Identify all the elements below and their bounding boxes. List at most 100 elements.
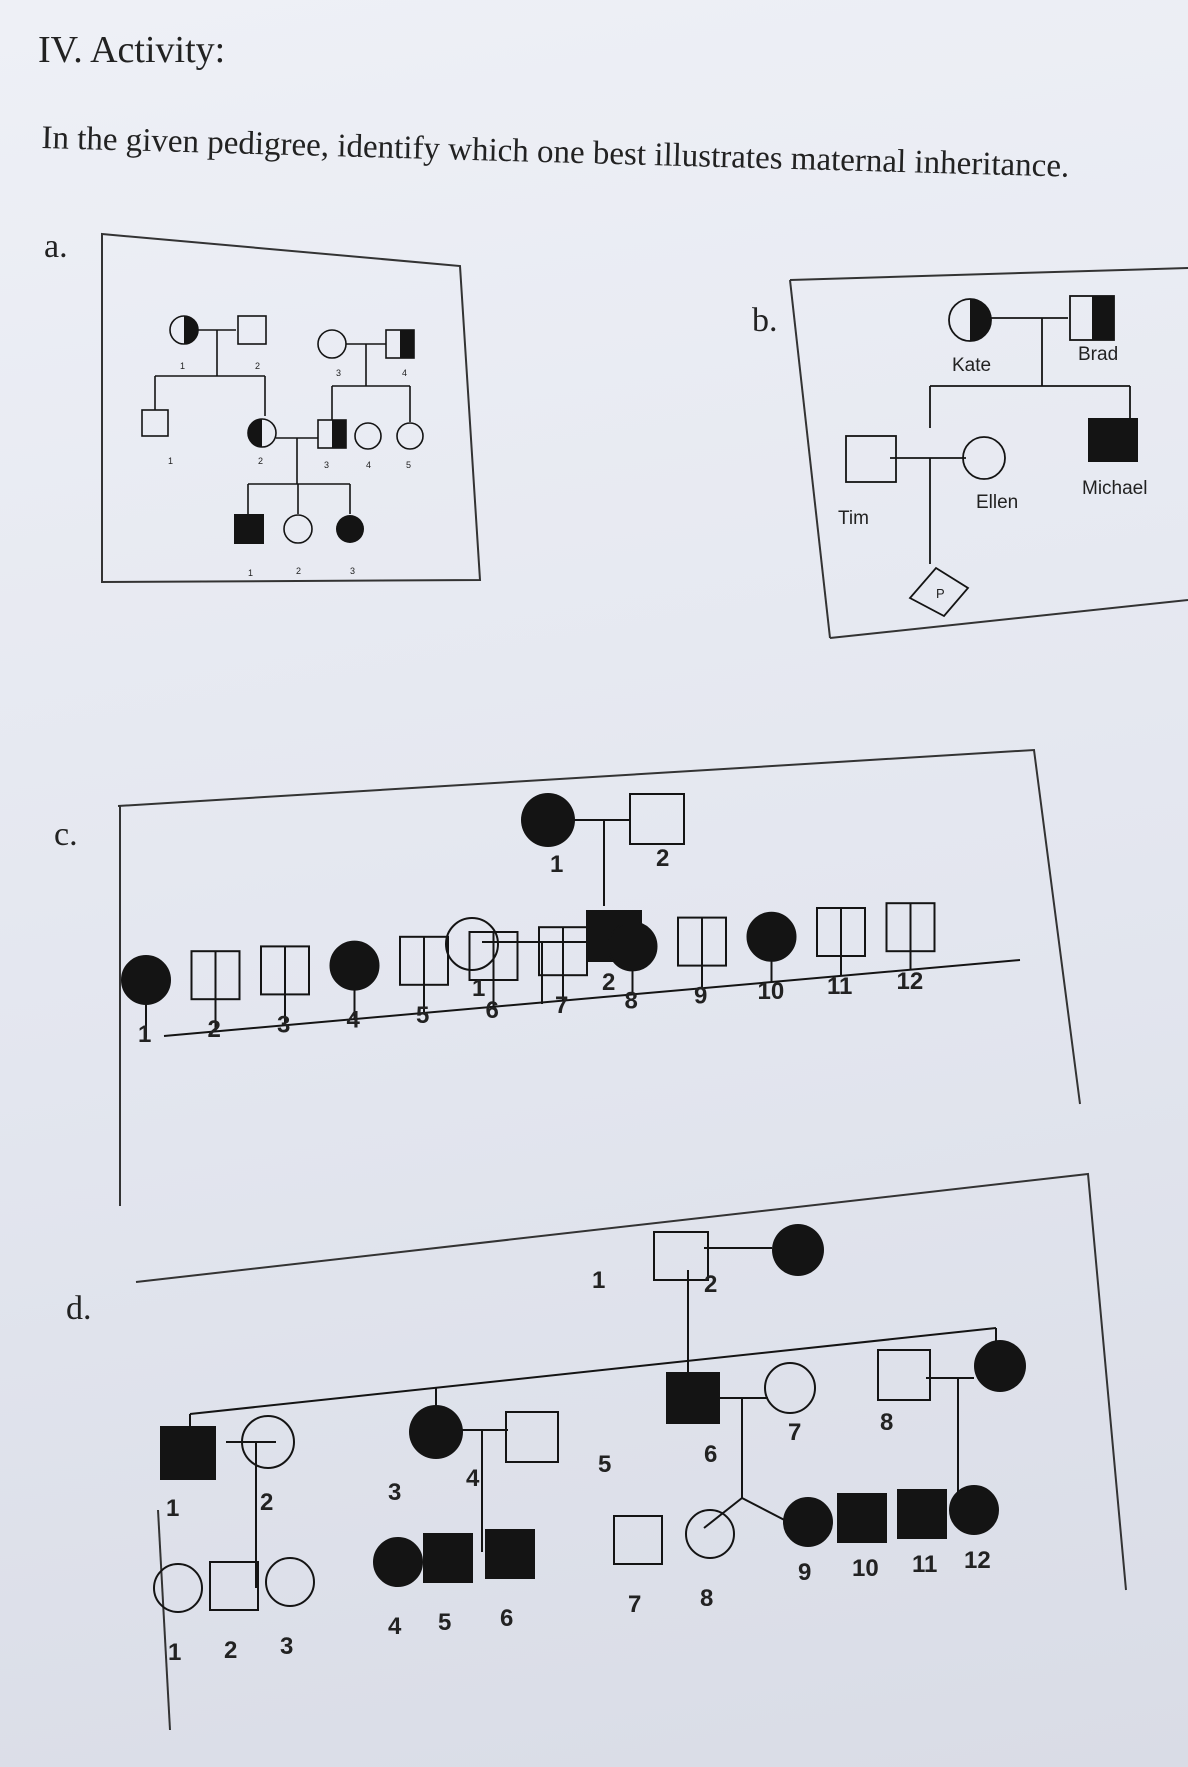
b-kate-carrier-female	[948, 298, 992, 342]
c-gen3-label: 10	[758, 978, 785, 1005]
option-c-label: c.	[54, 816, 78, 853]
c-gen3-label: 4	[347, 1007, 361, 1034]
c-gen3-label: 8	[625, 987, 638, 1014]
d-gen2-label: 3	[388, 1479, 401, 1506]
a-gen1-label: 1	[180, 361, 185, 371]
d-I2-affected-female	[772, 1224, 824, 1276]
a-I2-male	[237, 315, 267, 345]
a-III2-female	[283, 514, 313, 544]
c-III12-male	[885, 902, 936, 953]
c-gen3-label: 7	[555, 992, 568, 1019]
d-gen3-label: 9	[798, 1559, 811, 1586]
d-II1-affected-male	[160, 1426, 216, 1480]
d-gen3-label: 1	[168, 1639, 181, 1666]
b-brad-name: Brad	[1078, 344, 1118, 365]
b-ellen-female	[962, 436, 1006, 480]
d-gen2-label: 2	[260, 1489, 273, 1516]
c-gen3-label: 9	[694, 983, 707, 1010]
d-III7-male	[613, 1515, 663, 1565]
d-gen3-label: 5	[438, 1609, 451, 1636]
d-I1-male	[653, 1231, 709, 1281]
c-gen2-label: 2	[602, 969, 615, 996]
d-II5-affected-male	[666, 1372, 720, 1424]
d-gen3-label: 7	[628, 1591, 641, 1618]
option-b-label: b.	[752, 302, 778, 339]
c-III2-male	[190, 950, 241, 1001]
d-III11-affected-male	[897, 1489, 947, 1539]
d-II8-affected-female	[974, 1340, 1026, 1392]
c-gen3-label: 12	[897, 968, 924, 995]
question-instruction: In the given pedigree, identify which on…	[40, 120, 1070, 185]
d-II2-female	[241, 1415, 295, 1469]
c-III10-affected-female	[746, 911, 797, 962]
d-III5-affected-male	[423, 1533, 473, 1583]
c-III11-male	[816, 907, 866, 957]
a-III1-affected-male	[234, 514, 264, 544]
a-gen2-label: 1	[168, 456, 173, 466]
d-gen3-label: 12	[964, 1547, 991, 1574]
d-III4-affected-female	[373, 1537, 423, 1587]
a-II5-female	[396, 422, 424, 450]
d-gen3-label: 10	[852, 1555, 879, 1582]
d-gen1-label: 1	[592, 1267, 605, 1294]
c-gen3-label: 6	[486, 997, 499, 1024]
d-III3-female	[265, 1557, 315, 1607]
b-proband-label: P	[936, 586, 945, 601]
a-gen2-label: 2	[258, 456, 263, 466]
c-gen1-label: 2	[656, 845, 669, 872]
a-II3-carrier-male	[317, 419, 347, 449]
d-gen3-label: 4	[388, 1613, 402, 1640]
d-III2-male	[209, 1561, 259, 1611]
c-III6-male	[468, 931, 519, 981]
d-gen2-label: 6	[704, 1441, 717, 1468]
a-I1-carrier-female	[169, 315, 199, 345]
a-II4-female	[354, 422, 382, 450]
b-proband-diamond	[908, 566, 970, 618]
a-gen3-label: 3	[350, 566, 355, 576]
a-III3-affected-female	[336, 515, 364, 543]
d-II3-affected-female	[409, 1405, 463, 1459]
c-III4-affected-female	[329, 940, 380, 991]
option-a-label: a.	[44, 228, 68, 265]
d-III1-female	[153, 1563, 203, 1613]
c-III8-affected-female	[607, 921, 658, 972]
d-gen1-label: 2	[704, 1271, 717, 1298]
d-II7-male	[877, 1349, 931, 1401]
c-gen3-label: 5	[416, 1002, 429, 1029]
d-gen3-label: 2	[224, 1637, 237, 1664]
d-III8-female	[685, 1509, 735, 1559]
d-gen2-label: 5	[598, 1451, 611, 1478]
c-gen3-label: 11	[827, 973, 852, 1000]
a-gen2-label: 3	[324, 460, 329, 470]
c-III3-male	[260, 945, 310, 996]
d-II4-male	[505, 1411, 559, 1463]
d-gen3-label: 6	[500, 1605, 513, 1632]
a-gen2-label: 4	[366, 460, 371, 470]
a-gen3-label: 1	[248, 568, 253, 578]
a-gen3-label: 2	[296, 566, 301, 576]
a-II2-carrier-female	[247, 418, 277, 448]
c-gen3-label: 2	[208, 1016, 221, 1043]
d-gen2-label: 8	[880, 1409, 893, 1436]
d-II6-female	[764, 1362, 816, 1414]
c-III5-male	[399, 935, 449, 986]
a-gen1-label: 4	[402, 368, 407, 378]
d-gen3-label: 8	[700, 1585, 713, 1612]
b-tim-male	[845, 435, 897, 483]
c-III7-male	[538, 926, 588, 977]
a-gen1-label: 3	[336, 368, 341, 378]
d-gen2-label: 7	[788, 1419, 801, 1446]
d-III12-affected-female	[949, 1485, 999, 1535]
d-III10-affected-male	[837, 1493, 887, 1543]
pedigree-b: P Kate Brad Tim Ellen Michael	[789, 267, 1188, 639]
b-tim-name: Tim	[838, 508, 869, 529]
d-III9-affected-female	[783, 1497, 833, 1547]
d-gen3-label: 11	[912, 1551, 937, 1578]
pedigree-a: 1 2 3 4 1 2 3 4 5 1 2 3	[101, 232, 482, 584]
a-II1-male	[141, 409, 169, 437]
b-michael-name: Michael	[1082, 478, 1147, 499]
c-III9-male	[677, 916, 727, 967]
section-heading: IV. Activity:	[38, 29, 226, 71]
